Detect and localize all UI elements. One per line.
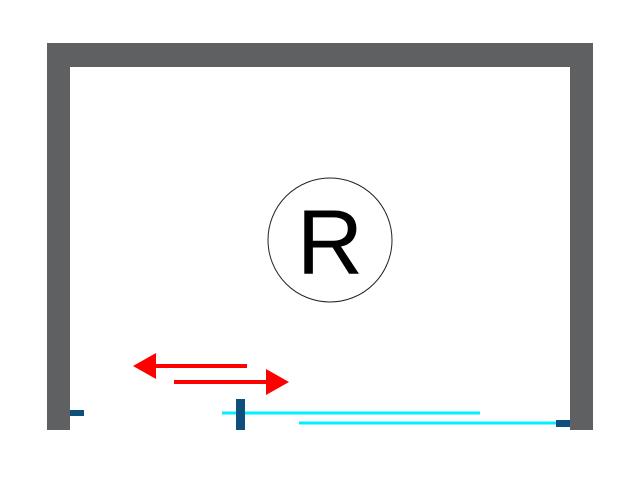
top-wall (47, 43, 593, 67)
symbol-circle (267, 177, 393, 303)
door-handle (236, 399, 245, 430)
left-wall (47, 43, 70, 430)
right-wall (570, 43, 593, 430)
right-wall-profile (556, 420, 570, 427)
symbol-label: R (297, 192, 363, 294)
slide-right-arrow (174, 369, 289, 395)
slide-left-arrow (133, 353, 247, 379)
left-wall-profile (70, 410, 84, 416)
